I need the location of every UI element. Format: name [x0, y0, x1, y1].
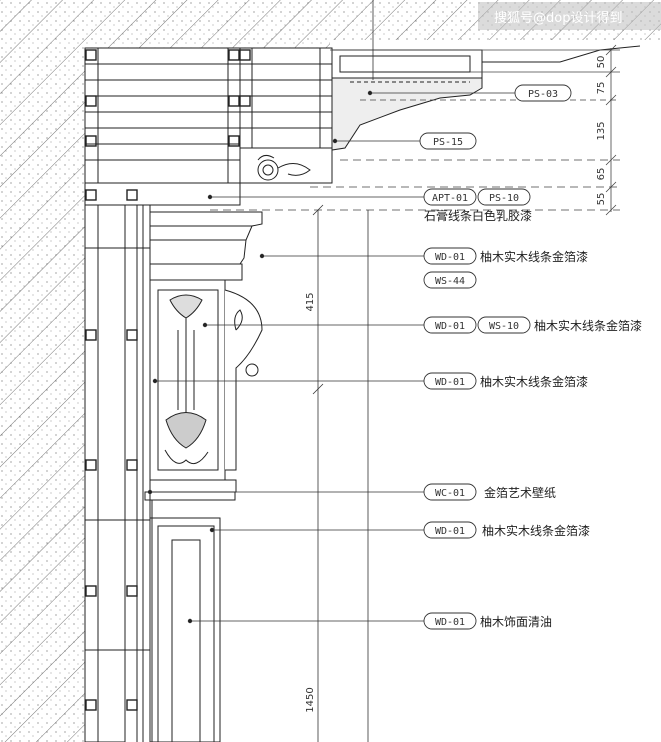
tag-ws-10: WS-10: [489, 321, 519, 332]
vertical-dimensions: [312, 0, 374, 742]
tag-ws-44: WS-44: [435, 276, 465, 287]
dim-135: 135: [596, 121, 607, 140]
note-teak-gold-b: 柚木实木线条金箔漆: [534, 318, 642, 333]
callout-tags: [419, 84, 572, 630]
note-teak-gold-a: 柚木实木线条金箔漆: [480, 249, 588, 264]
dim-75: 75: [596, 82, 607, 95]
tag-wc-01: WC-01: [435, 488, 465, 499]
tag-wd-01-b: WD-01: [435, 321, 465, 332]
cornice: [239, 45, 641, 184]
dim-65: 65: [596, 168, 607, 181]
note-teak-gold-c: 柚木实木线条金箔漆: [480, 374, 588, 389]
note-teak-veneer: 柚木饰面清油: [480, 614, 552, 629]
dim-415: 415: [305, 292, 316, 311]
tag-ps-15: PS-15: [433, 137, 463, 148]
tag-wd-01-e: WD-01: [435, 617, 465, 628]
pilaster: [144, 211, 263, 742]
watermark-text: 搜狐号@dop设计得到: [494, 10, 622, 26]
tag-apt-01: APT-01: [432, 193, 468, 204]
tag-wd-01-a: WD-01: [435, 252, 465, 263]
dim-50: 50: [596, 56, 607, 69]
note-gold-wallpaper: 金箔艺术壁纸: [484, 485, 556, 500]
tag-ps-03: PS-03: [528, 89, 558, 100]
dimension-extension-lines: [210, 44, 620, 216]
tag-wd-01-c: WD-01: [435, 377, 465, 388]
dim-55: 55: [596, 193, 607, 206]
dim-1450: 1450: [305, 687, 316, 712]
note-gypsum-line: 石膏线条白色乳胶漆: [424, 208, 532, 223]
tag-ps-10: PS-10: [489, 193, 519, 204]
note-teak-gold-d: 柚木实木线条金箔漆: [482, 523, 590, 538]
acanthus-ornament: [164, 294, 209, 465]
rosette-ornament: [257, 154, 311, 181]
ceiling-framing: [84, 47, 333, 184]
watermark-band: [478, 2, 661, 30]
tag-wd-01-d: WD-01: [435, 526, 465, 537]
wall-layers: [84, 182, 241, 742]
leader-lines: [147, 90, 515, 624]
